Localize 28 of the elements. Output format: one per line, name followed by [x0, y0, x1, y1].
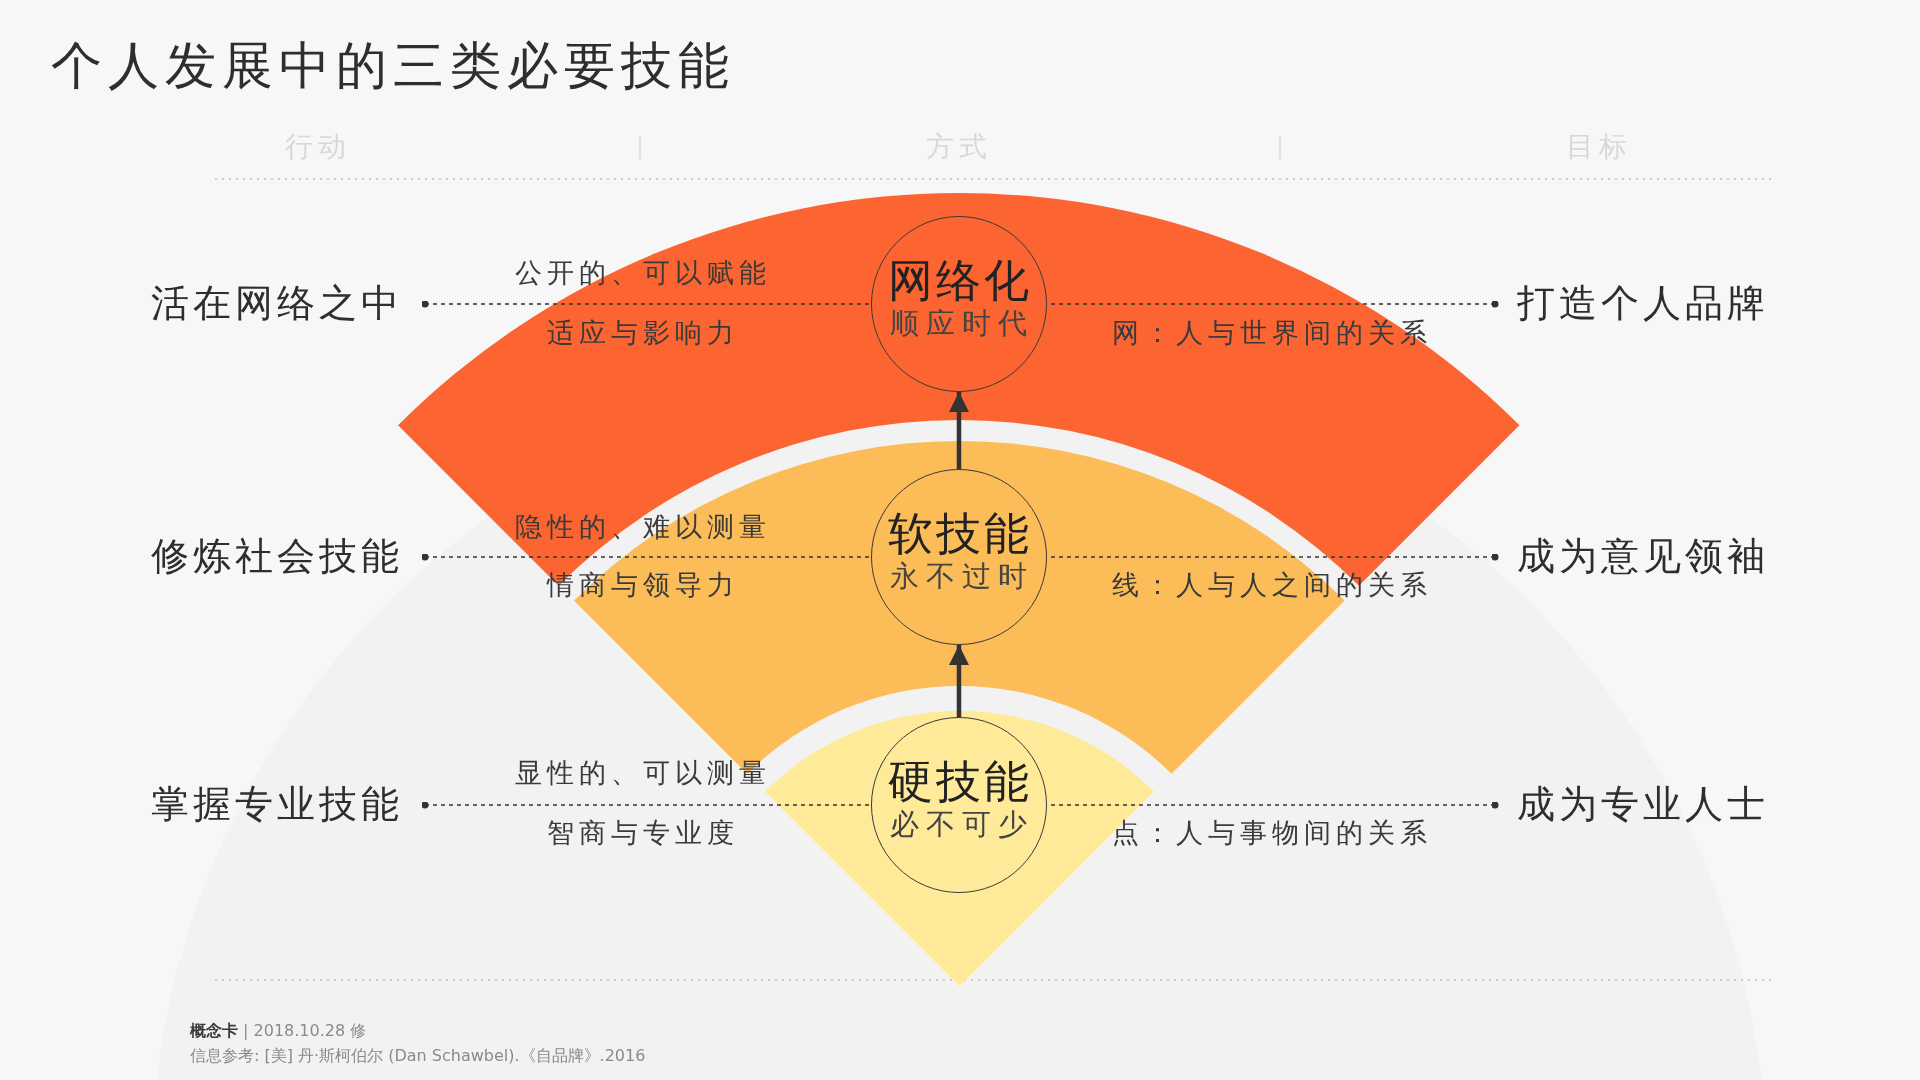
action-label: 活在网络之中 — [151, 281, 425, 327]
description-text: 智商与专业度 — [547, 816, 739, 850]
description-text: 适应与影响力 — [547, 316, 739, 350]
relation-text: 线：人与人之间的关系 — [1112, 568, 1432, 602]
title: 个人发展中的三类必要技能 — [51, 35, 735, 97]
arrow — [949, 645, 969, 717]
circle-subtitle: 永不过时 — [890, 559, 1035, 593]
sector-band — [764, 711, 1154, 986]
description-text: 显性的、可以测量 — [515, 756, 771, 790]
circle-subtitle: 顺应时代 — [890, 306, 1035, 340]
circle-title: 网络化 — [888, 256, 1033, 307]
description-text: 公开的、可以赋能 — [515, 256, 771, 290]
circle-title: 软技能 — [888, 509, 1033, 560]
description-text: 隐性的、难以测量 — [515, 510, 771, 544]
source-text: 信息参考: [美] 丹·斯柯伯尔 (Dan Schawbel).《自品牌》.2016 — [190, 1046, 646, 1066]
goal-label: 成为意见领袖 — [1495, 534, 1769, 580]
dotted-line — [421, 300, 872, 308]
action-label: 掌握专业技能 — [151, 782, 425, 828]
goal-label: 打造个人品牌 — [1495, 281, 1769, 327]
relation-text: 点：人与事物间的关系 — [1112, 816, 1432, 850]
dotted-line — [421, 801, 872, 809]
circle-subtitle: 必不可少 — [890, 807, 1035, 841]
arrow — [949, 392, 969, 469]
card-info-text: 概念卡 | 2018.10.28 修 — [190, 1021, 367, 1041]
goal-label: 成为专业人士 — [1495, 782, 1769, 828]
circle-title: 硬技能 — [888, 757, 1033, 808]
dotted-line — [421, 553, 872, 561]
action-label: 修炼社会技能 — [151, 534, 425, 580]
